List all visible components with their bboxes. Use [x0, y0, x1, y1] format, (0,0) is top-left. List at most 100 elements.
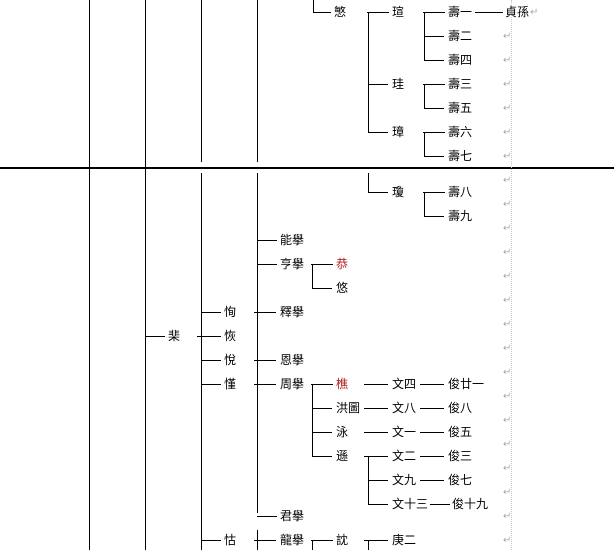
branch — [364, 456, 388, 457]
person-name: 俊三 — [448, 449, 473, 463]
paragraph-mark-icon: ↵ — [503, 223, 512, 234]
paragraph-mark-icon: ↵ — [503, 271, 512, 282]
paragraph-mark-icon: ↵ — [530, 7, 539, 18]
person-name: 壽四 — [448, 53, 473, 67]
branch — [201, 360, 221, 361]
branch — [254, 540, 276, 541]
paragraph-mark-icon: ↵ — [503, 511, 512, 522]
branch — [311, 384, 333, 385]
person-name: 壽三 — [448, 77, 473, 91]
branch — [254, 312, 276, 313]
paragraph-mark-icon: ↵ — [503, 391, 512, 402]
branch — [423, 192, 445, 193]
branch — [145, 336, 165, 337]
branch — [424, 84, 425, 108]
branch — [420, 408, 444, 409]
paragraph-mark-icon: ↵ — [503, 319, 512, 330]
person-name: 慜 — [334, 5, 347, 19]
branch — [423, 12, 445, 13]
branch — [367, 12, 389, 13]
person-name: 文一 — [392, 425, 417, 439]
trunk-line-3 — [201, 0, 202, 162]
branch — [257, 264, 277, 265]
branch — [257, 240, 277, 241]
person-name: 君擧 — [280, 509, 305, 523]
paragraph-mark-icon: ↵ — [503, 295, 512, 306]
branch — [312, 540, 313, 550]
person-name: 瓊 — [392, 185, 405, 199]
person-name: 庚二 — [392, 533, 417, 547]
branch — [312, 288, 332, 289]
branch — [197, 336, 221, 337]
person-name: 俊廿一 — [448, 377, 485, 391]
branch — [364, 540, 388, 541]
person-name: 文八 — [392, 401, 417, 415]
paragraph-mark-icon: ↵ — [503, 79, 512, 90]
branch — [423, 132, 445, 133]
person-name: 俊七 — [448, 473, 473, 487]
page-break-line — [0, 167, 614, 169]
branch — [312, 408, 332, 409]
branch — [368, 132, 388, 133]
branch — [201, 384, 221, 385]
branch — [368, 480, 388, 481]
person-name: 俊五 — [448, 425, 473, 439]
branch — [424, 60, 444, 61]
paragraph-mark-icon: ↵ — [503, 175, 512, 186]
person-name: 釋擧 — [280, 305, 305, 319]
person-name: 訦 — [336, 533, 349, 547]
branch — [311, 540, 333, 541]
person-name: 泳 — [336, 425, 349, 439]
person-name: 壽九 — [448, 209, 473, 223]
trunk-line-4 — [257, 0, 258, 162]
branch — [364, 432, 388, 433]
person-name-highlighted: 恭 — [336, 257, 349, 271]
person-name: 璋 — [392, 125, 405, 139]
branch — [424, 216, 444, 217]
person-name: 怙 — [224, 533, 237, 547]
branch — [312, 264, 313, 288]
branch — [254, 384, 276, 385]
branch — [368, 173, 369, 192]
branch — [420, 480, 444, 481]
branch — [311, 264, 333, 265]
trunk-line-4b — [257, 173, 258, 513]
person-name: 遜 — [336, 449, 349, 463]
branch — [312, 432, 332, 433]
branch — [312, 384, 313, 456]
person-name: 文十三 — [392, 497, 429, 511]
paragraph-mark-icon: ↵ — [503, 151, 512, 162]
person-name: 棐 — [168, 329, 181, 343]
branch — [368, 504, 388, 505]
trunk-line-3b — [201, 173, 202, 550]
person-name: 悅 — [224, 353, 237, 367]
branch — [424, 108, 444, 109]
person-name: 珪 — [392, 77, 405, 91]
branch — [313, 12, 331, 13]
branch — [368, 192, 388, 193]
paragraph-mark-icon: ↵ — [503, 343, 512, 354]
branch — [420, 432, 444, 433]
person-name: 周擧 — [280, 377, 305, 391]
paragraph-mark-icon: ↵ — [503, 487, 512, 498]
paragraph-mark-icon: ↵ — [503, 535, 512, 546]
paragraph-mark-icon: ↵ — [503, 415, 512, 426]
branch — [312, 456, 332, 457]
person-name-highlighted: 樵 — [336, 377, 349, 391]
person-name: 龍擧 — [280, 533, 305, 547]
paragraph-mark-icon: ↵ — [503, 367, 512, 378]
branch — [424, 192, 425, 216]
person-name: 俊八 — [448, 401, 473, 415]
branch — [364, 408, 388, 409]
person-name: 亨擧 — [280, 257, 305, 271]
person-name: 壽六 — [448, 125, 473, 139]
person-name: 洪圖 — [336, 401, 361, 415]
person-name: 文九 — [392, 473, 417, 487]
branch — [368, 540, 369, 550]
person-name: 貞孫 — [505, 5, 530, 19]
paragraph-mark-icon: ↵ — [503, 31, 512, 42]
paragraph-mark-icon: ↵ — [503, 199, 512, 210]
margin-guide — [511, 0, 512, 550]
person-name: 慬 — [224, 377, 237, 391]
